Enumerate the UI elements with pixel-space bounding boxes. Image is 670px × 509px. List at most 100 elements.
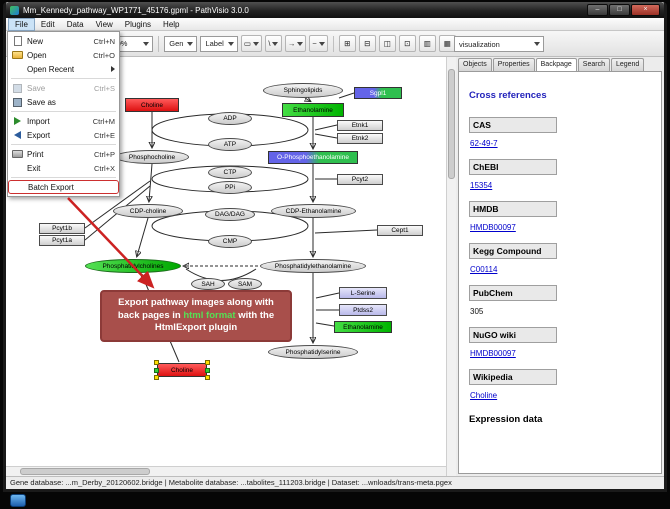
pathway-node-ethanolamine[interactable]: Ethanolamine: [334, 321, 392, 333]
pathway-node-adp[interactable]: ADP: [208, 112, 252, 125]
gene-node-dropdown[interactable]: Gen: [164, 35, 198, 52]
line-tool-dropdown[interactable]: \: [264, 35, 282, 52]
annotation-callout: Export pathway images along with back pa…: [100, 290, 292, 342]
file-menu-item-open[interactable]: Open Ctrl+O: [8, 48, 119, 62]
file-menu-item-save-as[interactable]: Save as: [8, 95, 119, 109]
file-menu-item-import[interactable]: Import Ctrl+M: [8, 114, 119, 128]
print-icon: [12, 150, 23, 158]
open-folder-icon: [12, 51, 23, 59]
maximize-button[interactable]: □: [609, 4, 630, 16]
pathway-node-o-phosphoethanolamine[interactable]: O-Phosphoethanolamine: [268, 151, 358, 164]
menu-edit[interactable]: Edit: [40, 19, 55, 29]
file-menu-item-exit[interactable]: Exit Ctrl+X: [27, 163, 115, 173]
shape-tool-dropdown[interactable]: ▭: [240, 35, 262, 52]
scrollbar-thumb[interactable]: [20, 468, 150, 475]
common-width-button[interactable]: ▥: [418, 35, 436, 52]
backpage-section-nugo: NuGO wiki HMDB00097: [469, 327, 655, 369]
tab-search[interactable]: Search: [577, 58, 610, 71]
pathway-node-pcyt1b[interactable]: Pcyt1b: [39, 223, 85, 234]
backpage-link[interactable]: 15354: [470, 181, 493, 190]
pathway-node-etnk1[interactable]: Etnk1: [337, 120, 383, 131]
menu-help[interactable]: Help: [163, 19, 180, 29]
selection-handle[interactable]: [205, 375, 210, 380]
visualization-dropdown[interactable]: visualization: [454, 36, 544, 52]
backpage-link[interactable]: Choline: [470, 391, 498, 400]
backpage-section-header: Kegg Compound: [469, 243, 557, 259]
app-window: Mm_Kennedy_pathway_WP1771_45176.gpml - P…: [3, 2, 667, 492]
pathway-node-choline[interactable]: Choline: [154, 360, 210, 380]
selection-handle[interactable]: [154, 368, 159, 373]
menu-plugins[interactable]: Plugins: [124, 19, 152, 29]
tab-legend[interactable]: Legend: [610, 58, 645, 71]
pathway-node-phosphatidylcholines[interactable]: Phosphatidylcholines: [85, 259, 181, 273]
pathway-node-cept1[interactable]: Cept1: [377, 225, 423, 236]
chevron-down-icon: [143, 41, 150, 46]
pathway-node-choline[interactable]: Choline: [125, 98, 179, 112]
side-panel: Objects Properties Backpage Search Legen…: [456, 57, 664, 476]
minimize-button[interactable]: –: [587, 4, 608, 16]
pathway-node-dag-dag[interactable]: DAG/DAG: [205, 208, 255, 221]
align-icon: ▦: [443, 39, 451, 48]
tab-properties[interactable]: Properties: [492, 58, 535, 71]
arrow-tool-dropdown[interactable]: →: [284, 35, 307, 52]
pathway-node-phosphocholine[interactable]: Phosphocholine: [115, 150, 189, 164]
pathway-node-ptdss2[interactable]: Ptdss2: [339, 304, 387, 316]
file-menu-item-batch-export[interactable]: Batch Export: [8, 180, 119, 194]
pathway-node-atp[interactable]: ATP: [208, 138, 252, 151]
align-left-button[interactable]: ◫: [378, 35, 396, 52]
pathway-node-phosphatidylserine[interactable]: Phosphatidylserine: [268, 345, 358, 359]
shape-icon: ▭: [243, 39, 251, 48]
backpage-section-header: HMDB: [469, 201, 557, 217]
file-menu-item-new[interactable]: New Ctrl+N: [8, 34, 119, 48]
menu-view[interactable]: View: [95, 19, 113, 29]
pathway-node-sphingolipids[interactable]: Sphingolipids: [263, 83, 343, 98]
pathway-node-ppi[interactable]: PPi: [208, 181, 252, 194]
menu-bar: File Edit Data View Plugins Help: [6, 17, 664, 31]
pathway-node-cdp-ethanolamine[interactable]: CDP-Ethanolamine: [271, 204, 356, 218]
pathway-node-sah[interactable]: SAH: [191, 278, 225, 290]
taskbar-app-icon[interactable]: [10, 494, 26, 507]
close-button[interactable]: ×: [631, 4, 660, 16]
tab-backpage[interactable]: Backpage: [535, 58, 577, 71]
align-icon: ◫: [383, 39, 391, 48]
menu-file[interactable]: File: [8, 17, 35, 31]
canvas-horizontal-scrollbar[interactable]: [6, 466, 446, 476]
chevron-down-icon: [272, 41, 279, 46]
backpage-link[interactable]: C00114: [470, 265, 498, 274]
align-center-x-button[interactable]: ⊞: [338, 35, 356, 52]
file-menu-item-export[interactable]: Export Ctrl+E: [8, 128, 119, 142]
pathway-node-cmp[interactable]: CMP: [208, 235, 252, 248]
pathway-node-ethanolamine[interactable]: Ethanolamine: [282, 103, 344, 117]
pathway-node-sam[interactable]: SAM: [228, 278, 262, 290]
backpage-link[interactable]: 62-49-7: [470, 139, 498, 148]
backpage-link[interactable]: HMDB00097: [470, 349, 516, 358]
pathway-node-pcyt1a[interactable]: Pcyt1a: [39, 235, 85, 246]
selection-handle[interactable]: [205, 368, 210, 373]
pathway-node-sgpl1[interactable]: Sgpl1: [354, 87, 402, 99]
tab-objects[interactable]: Objects: [458, 58, 492, 71]
pathway-node-pcyt2[interactable]: Pcyt2: [337, 174, 383, 185]
pathway-node-cdp-choline[interactable]: CDP-choline: [113, 204, 183, 218]
canvas-vertical-scrollbar[interactable]: [446, 57, 456, 476]
label-node-dropdown[interactable]: Label: [200, 35, 238, 52]
backpage-section-header: Wikipedia: [469, 369, 557, 385]
pathway-node-ctp[interactable]: CTP: [208, 166, 252, 179]
chevron-down-icon: [318, 41, 325, 46]
selection-handle[interactable]: [154, 360, 159, 365]
align-center-y-button[interactable]: ⊟: [358, 35, 376, 52]
selection-handle[interactable]: [154, 375, 159, 380]
pathway-node-l-serine[interactable]: L-Serine: [339, 287, 387, 299]
selection-handle[interactable]: [205, 360, 210, 365]
curve-tool-dropdown[interactable]: ~: [309, 35, 328, 52]
file-menu-item-open-recent[interactable]: Open Recent: [8, 62, 119, 76]
file-menu-item-print[interactable]: Print Ctrl+P: [8, 147, 119, 161]
menu-data[interactable]: Data: [66, 19, 84, 29]
backpage-section-header: ChEBI: [469, 159, 557, 175]
file-menu-item-save[interactable]: Save Ctrl+S: [8, 81, 119, 95]
align-right-button[interactable]: ⊡: [398, 35, 416, 52]
pathway-node-etnk2[interactable]: Etnk2: [337, 133, 383, 144]
backpage-link[interactable]: HMDB00097: [470, 223, 516, 232]
pathway-node-phosphatidylethanolamine[interactable]: Phosphatidylethanolamine: [260, 259, 366, 273]
backpage-section-cas: CAS 62-49-7: [469, 117, 655, 159]
scrollbar-thumb[interactable]: [448, 69, 455, 179]
